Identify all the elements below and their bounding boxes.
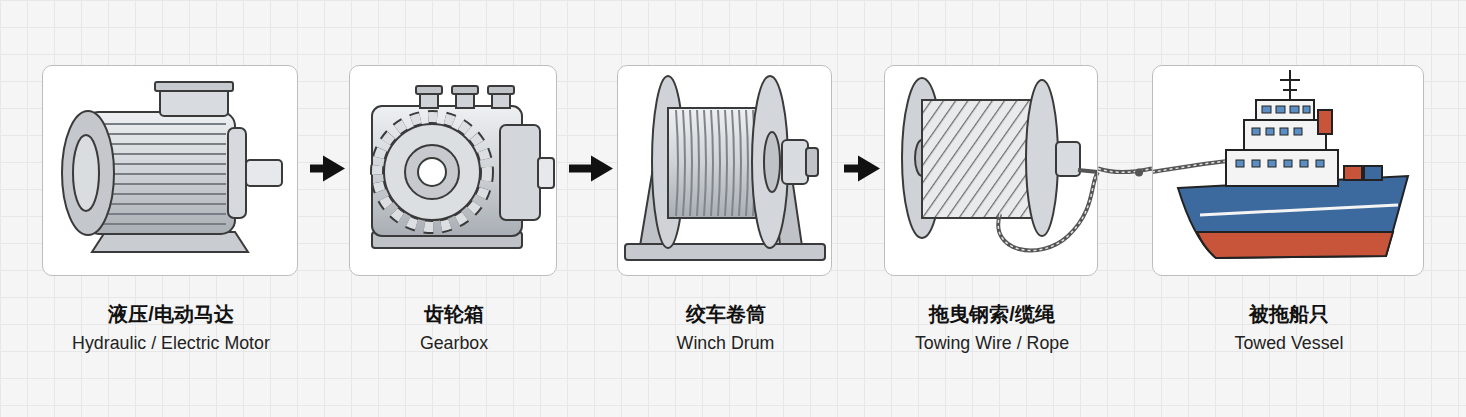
vessel-box: 被拖船只Towed Vessel [1152,65,1424,276]
wire-spool-icon [902,78,1098,250]
vessel-icon [1152,70,1408,258]
motor-box: 液压/电动马达Hydraulic / Electric Motor [42,65,298,276]
arrow-head [323,156,345,182]
arrow-shaft [844,165,860,173]
node-caption: 液压/电动马达 Hydraulic / Electric Motor [0,303,369,354]
gearbox-box: 齿轮箱Gearbox [349,65,557,276]
english-label: Towing Wire / Rope [815,333,1169,354]
node-caption: 绞车卷筒 Winch Drum [548,303,903,354]
gearbox-icon [372,86,554,248]
chinese-label: 拖曳钢索/缆绳 [815,303,1169,327]
arrow-shaft [569,165,593,173]
motor-icon [62,82,282,252]
arrow-head [591,156,613,182]
rope-line [1098,169,1152,173]
english-label: Hydraulic / Electric Motor [0,333,369,354]
chinese-label: 绞车卷筒 [548,303,903,327]
flow-arrow [310,156,345,182]
arrow-head [858,156,880,182]
english-label: Gearbox [280,333,628,354]
wire-box: 拖曳钢索/缆绳Towing Wire / Rope [884,65,1098,276]
node-caption: 拖曳钢索/缆绳 Towing Wire / Rope [815,303,1169,354]
rope-twist [1098,169,1152,173]
rope-connector [1098,169,1152,177]
arrow-shaft [310,165,325,173]
english-label: Towed Vessel [1083,333,1466,354]
chinese-label: 液压/电动马达 [0,303,369,327]
box-grounds [42,65,1424,276]
flow-arrow [844,156,880,182]
winch-drum-icon [625,76,825,260]
chinese-label: 齿轮箱 [280,303,628,327]
flow-arrow [569,156,613,182]
chinese-label: 被拖船只 [1083,303,1466,327]
drum-box: 绞车卷筒Winch Drum [617,65,832,276]
english-label: Winch Drum [548,333,903,354]
node-caption: 被拖船只 Towed Vessel [1083,303,1466,354]
node-caption: 齿轮箱 Gearbox [280,303,628,354]
rope-knot [1135,169,1143,177]
